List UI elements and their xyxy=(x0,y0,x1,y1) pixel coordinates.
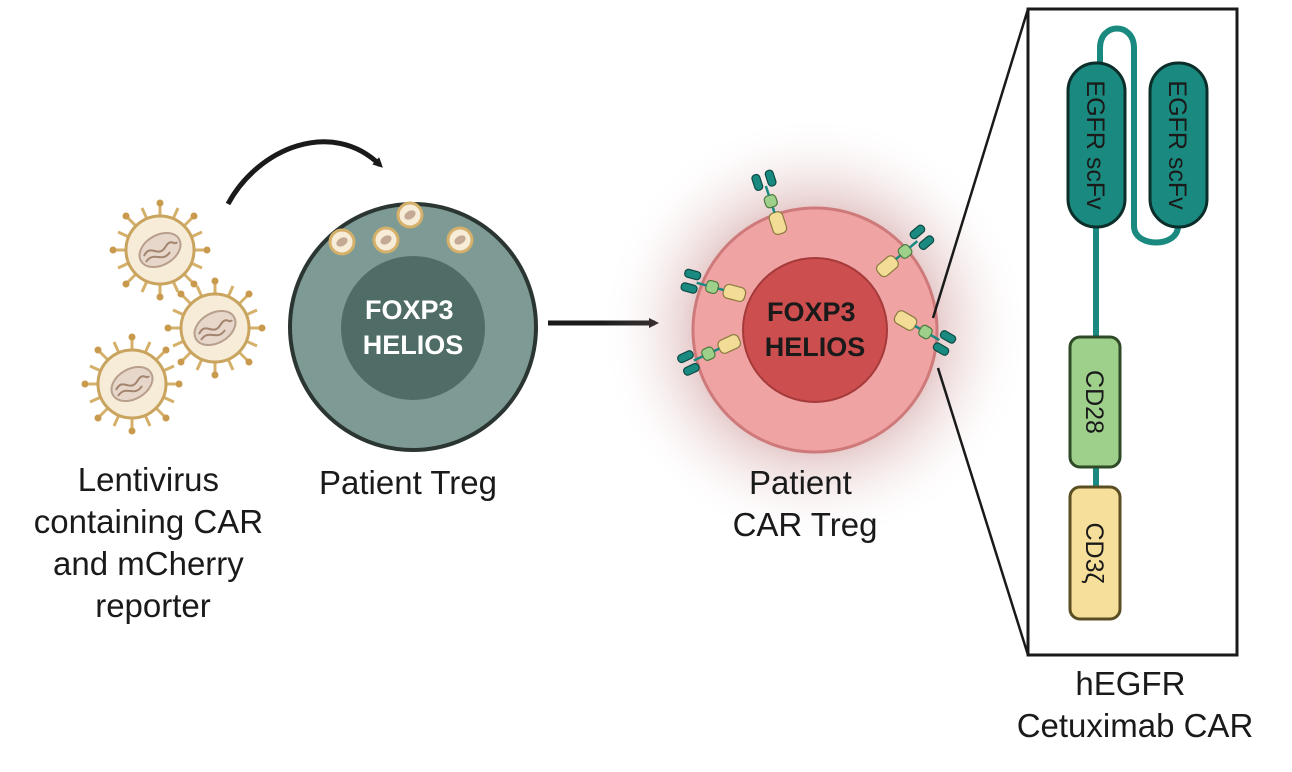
car-treg-caption: Patient CAR Treg xyxy=(733,464,878,543)
virus-particle-icon xyxy=(372,226,400,254)
svg-text:EGFR scFv: EGFR scFv xyxy=(1163,80,1191,210)
zoom-line-top xyxy=(931,8,1030,319)
car-construct-caption: hEGFR Cetuximab CAR xyxy=(1017,665,1254,744)
svg-text:CD28: CD28 xyxy=(1080,370,1108,434)
lentivirus-caption: Lentivirus containing CAR and mCherry re… xyxy=(34,461,272,624)
virus-particle-icon xyxy=(328,228,356,256)
virus-particle-icon xyxy=(396,201,424,229)
lentivirus-icon xyxy=(80,332,184,436)
car-linker xyxy=(1097,25,1181,246)
zoom-line-bottom xyxy=(936,367,1030,656)
lentivirus-icon xyxy=(108,198,212,302)
scfv-domain-2: EGFR scFv xyxy=(1148,61,1209,229)
car-construct-panel: EGFR scFv EGFR scFv CD28 CD3ζ xyxy=(1026,7,1239,657)
virus-particle-icon xyxy=(446,226,474,254)
car-treg-cell: FOXP3 HELIOS xyxy=(600,115,1030,545)
svg-text:CD3ζ: CD3ζ xyxy=(1080,522,1108,583)
patient-treg-cell: FOXP3 HELIOS xyxy=(288,201,538,452)
car-treg-core-label: FOXP3 HELIOS xyxy=(765,297,866,362)
lentivirus-icon xyxy=(163,276,267,380)
patient-treg-caption: Patient Treg xyxy=(319,464,497,501)
scfv-domain-1: EGFR scFv xyxy=(1066,61,1127,229)
cd28-domain: CD28 xyxy=(1068,335,1122,469)
transduction-arrow xyxy=(225,139,383,206)
svg-text:EGFR scFv: EGFR scFv xyxy=(1081,80,1109,210)
lentivirus-particles xyxy=(80,198,267,436)
cd3z-domain: CD3ζ xyxy=(1068,485,1122,621)
treg-core-label: FOXP3 HELIOS xyxy=(363,295,464,360)
